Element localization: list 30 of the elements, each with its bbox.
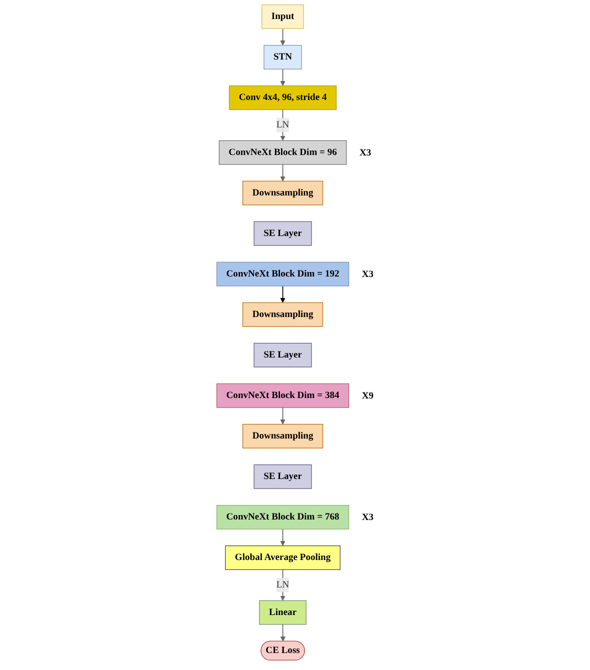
node-box: Input <box>261 4 304 29</box>
arrow <box>280 407 286 424</box>
repeat-count: X3 <box>362 513 374 524</box>
node-box: ConvNeXt Block Dim = 768 <box>216 504 349 530</box>
node-box: SE Layer <box>253 342 312 368</box>
arrow <box>280 68 286 86</box>
repeat-count: X9 <box>362 392 374 402</box>
arrow <box>280 528 286 546</box>
node-box: Downsampling <box>242 302 323 327</box>
edge-label: LN <box>276 580 289 590</box>
node-box: ConvNeXt Block Dim = 192 <box>216 262 349 286</box>
arrow <box>280 569 286 601</box>
node-box: SE Layer <box>253 221 312 246</box>
node-box: Conv 4x4, 96, stride 4 <box>228 86 336 110</box>
node-box: ConvNeXt Block Dim = 96 <box>218 140 346 165</box>
node-box: STN <box>263 44 302 70</box>
node-box: Linear <box>258 600 306 625</box>
node-box: ConvNeXt Block Dim = 384 <box>216 383 349 408</box>
arrow <box>280 286 286 303</box>
arrow <box>280 624 286 642</box>
node-box: Downsampling <box>242 424 323 448</box>
arrow <box>280 28 286 46</box>
node-box: Downsampling <box>242 180 323 206</box>
edge-label: LN <box>276 120 289 130</box>
arrow <box>280 164 286 182</box>
node-box: Global Average Pooling <box>224 545 340 570</box>
repeat-count: X3 <box>359 148 371 159</box>
repeat-count: X3 <box>362 270 374 280</box>
node-box: SE Layer <box>253 464 312 489</box>
arrow <box>280 109 286 141</box>
